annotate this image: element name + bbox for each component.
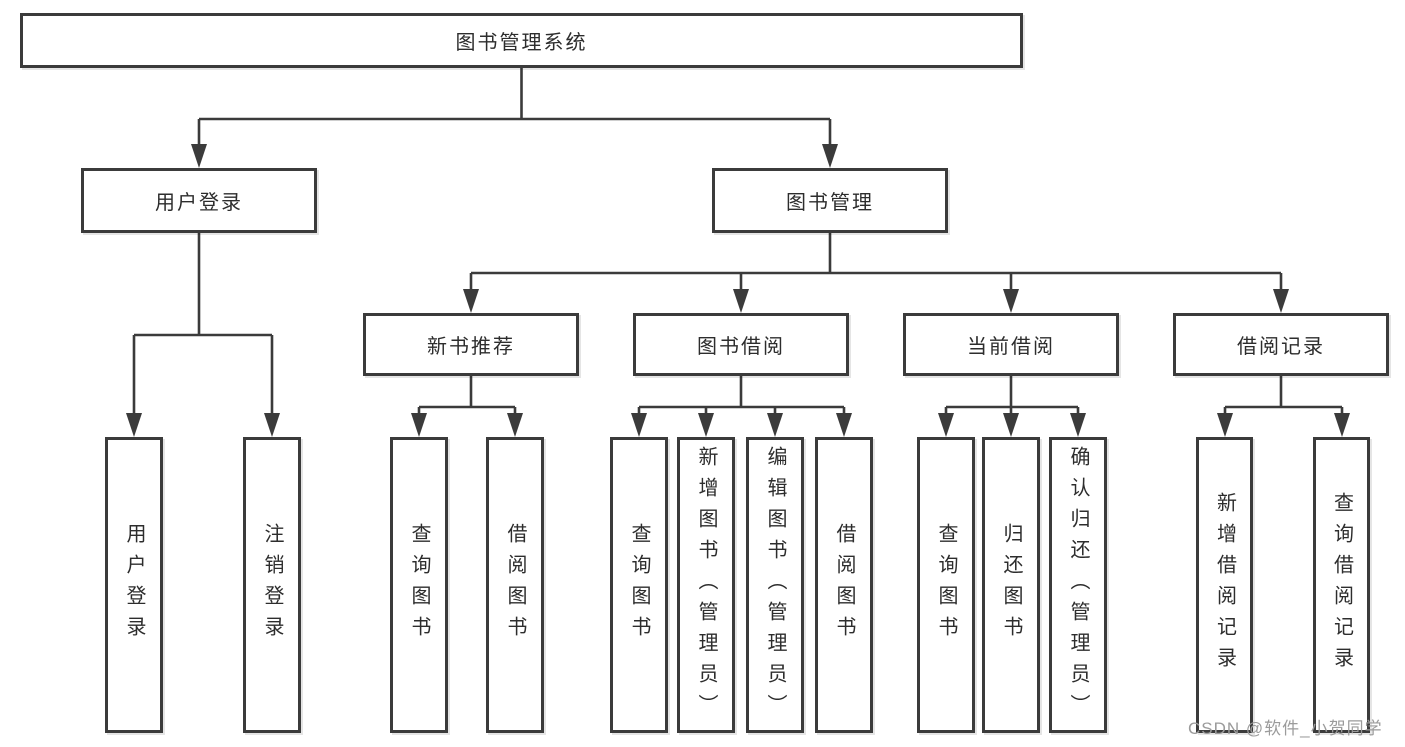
leaf-logout: 注销登录 <box>243 437 301 733</box>
leaf-query-books-borrow: 查询图书 <box>610 437 668 733</box>
leaf-query-books-recommend: 查询图书 <box>390 437 448 733</box>
leaf-query-borrow-record: 查询借阅记录 <box>1313 437 1370 733</box>
leaf-add-borrow-record: 新增借阅记录 <box>1196 437 1253 733</box>
leaf-confirm-return-admin: 确认归还（管理员） <box>1049 437 1107 733</box>
arrowheads <box>126 144 1350 437</box>
leaf-user-login: 用户登录 <box>105 437 163 733</box>
leaf-return-book: 归还图书 <box>982 437 1040 733</box>
node-user-login: 用户登录 <box>81 168 317 233</box>
node-book-borrowing: 图书借阅 <box>633 313 849 376</box>
leaf-edit-book-admin: 编辑图书（管理员） <box>746 437 804 733</box>
node-borrowing-records: 借阅记录 <box>1173 313 1389 376</box>
node-new-book-recommend: 新书推荐 <box>363 313 579 376</box>
leaf-borrow-books: 借阅图书 <box>815 437 873 733</box>
node-book-management: 图书管理 <box>712 168 948 233</box>
csdn-watermark: CSDN @软件_小贺同学 <box>1188 719 1383 738</box>
leaf-borrow-books-recommend: 借阅图书 <box>486 437 544 733</box>
leaf-query-books-current: 查询图书 <box>917 437 975 733</box>
node-library-management-system: 图书管理系统 <box>20 13 1023 68</box>
leaf-add-book-admin: 新增图书（管理员） <box>677 437 735 733</box>
node-current-borrowing: 当前借阅 <box>903 313 1119 376</box>
